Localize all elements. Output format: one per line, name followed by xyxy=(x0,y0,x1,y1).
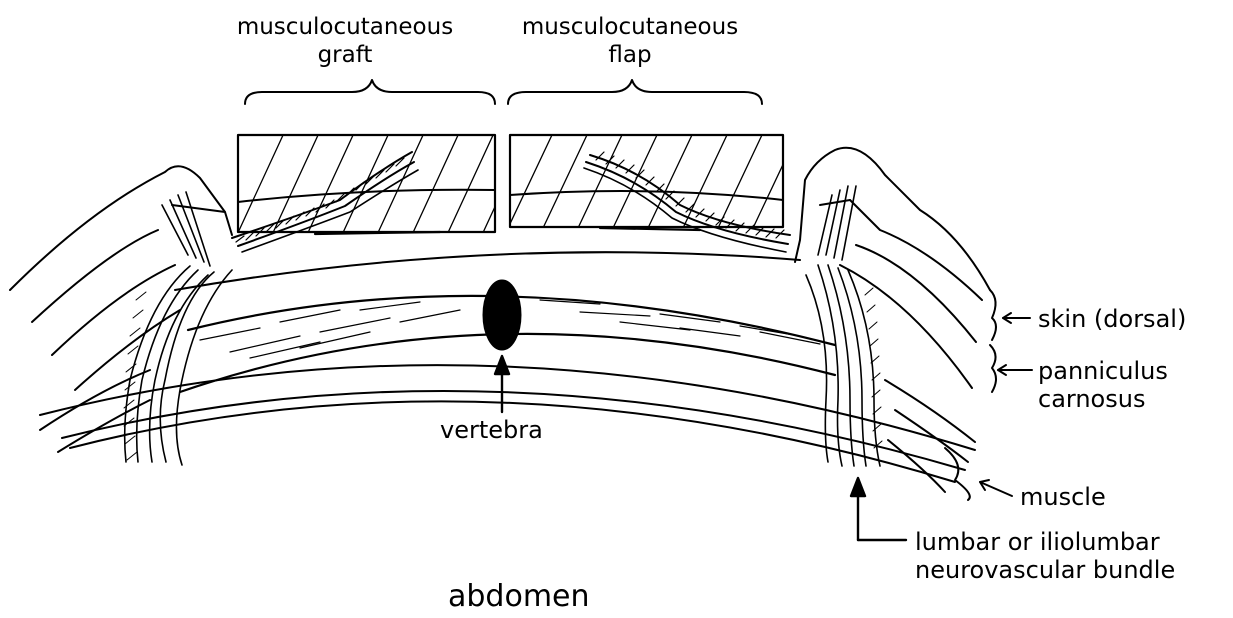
muscle-label: muscle xyxy=(1020,483,1106,511)
abdomen-label: abdomen xyxy=(448,580,590,614)
panniculus-label-line2: carnosus xyxy=(1038,385,1168,413)
graft-label-line2: graft xyxy=(220,41,470,69)
panniculus-pointer xyxy=(990,345,1032,392)
right-neurovascular-bundle xyxy=(806,186,880,466)
musculocutaneous-graft xyxy=(230,120,535,252)
flap-brace xyxy=(508,80,762,104)
flap-label-line1: musculocutaneous xyxy=(505,13,755,41)
bundle-label-line1: lumbar or iliolumbar xyxy=(915,528,1175,556)
skin-pointer xyxy=(990,290,1030,340)
graft-label-line1: musculocutaneous xyxy=(220,13,470,41)
panniculus-label: panniculus carnosus xyxy=(1038,357,1168,413)
flap-label-line2: flap xyxy=(505,41,755,69)
vertebra-shape xyxy=(483,280,521,350)
musculocutaneous-flap xyxy=(500,118,840,252)
vertebra-label: vertebra xyxy=(440,416,543,444)
skin-label: skin (dorsal) xyxy=(1038,305,1186,333)
panniculus-label-line1: panniculus xyxy=(1038,357,1168,385)
right-skin-layers xyxy=(795,148,990,492)
graft-label: musculocutaneous graft xyxy=(220,13,470,69)
bundle-label: lumbar or iliolumbar neurovascular bundl… xyxy=(915,528,1175,584)
muscle-pointer xyxy=(945,448,1012,500)
graft-brace xyxy=(245,80,495,104)
bundle-label-line2: neurovascular bundle xyxy=(915,556,1175,584)
bundle-pointer xyxy=(851,478,906,540)
right-bundle-hatching xyxy=(865,288,882,448)
flap-label: musculocutaneous flap xyxy=(505,13,755,69)
